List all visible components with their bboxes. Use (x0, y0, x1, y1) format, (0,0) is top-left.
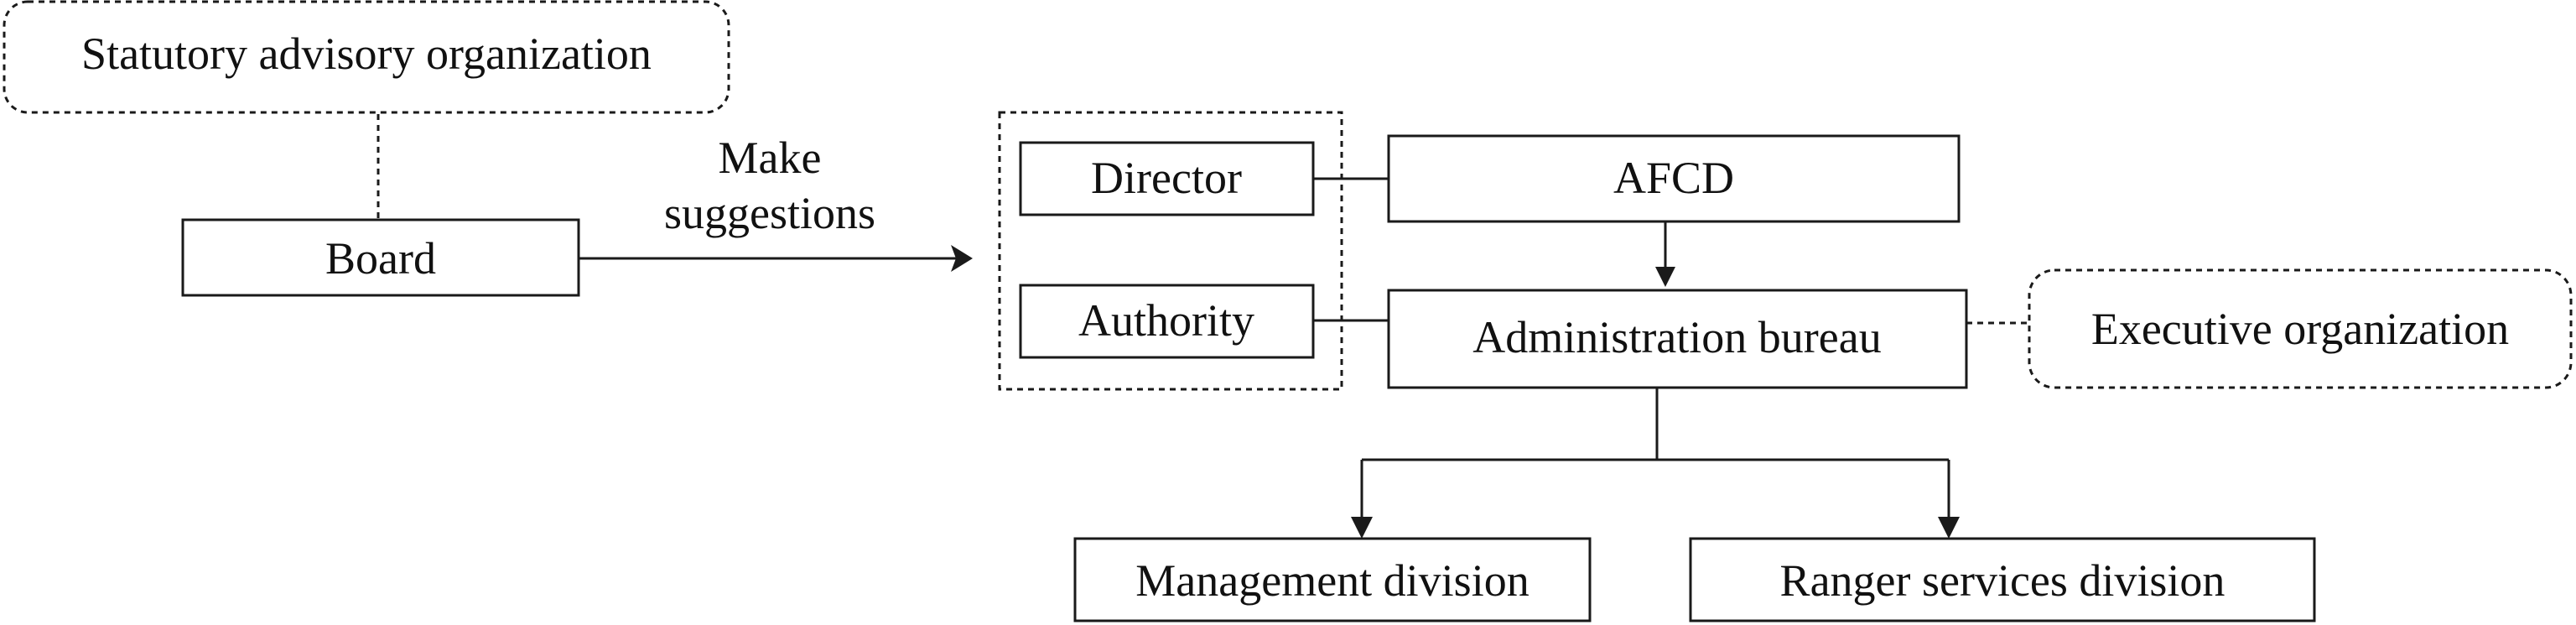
ranger-label: Ranger services division (1780, 555, 2225, 606)
edge-label-line1: Make (719, 133, 822, 183)
afcd-label: AFCD (1613, 153, 1734, 203)
authority-label: Authority (1078, 295, 1254, 346)
director-node: Director (1019, 141, 1315, 216)
executive-node: Executive organization (2028, 268, 2573, 389)
director-authority-group (998, 111, 1343, 391)
to-ranger-arrowhead (1938, 517, 1960, 539)
management-node: Management division (1073, 537, 1592, 622)
afcd-to-admin-arrowhead (1655, 267, 1675, 287)
management-label: Management division (1135, 555, 1529, 606)
board-node: Board (181, 218, 580, 297)
executive-label: Executive organization (2091, 304, 2509, 354)
statutory-node: Statutory advisory organization (3, 0, 730, 114)
board-to-group-arrowhead (951, 245, 973, 272)
director-label: Director (1091, 153, 1242, 203)
to-management-arrowhead (1351, 517, 1373, 539)
authority-node: Authority (1019, 284, 1315, 359)
afcd-node: AFCD (1387, 134, 1961, 223)
admin-label: Administration bureau (1472, 312, 1881, 362)
ranger-node: Ranger services division (1689, 537, 2316, 622)
statutory-label: Statutory advisory organization (81, 29, 652, 79)
board-label: Board (325, 233, 436, 284)
admin-node: Administration bureau (1387, 289, 1968, 389)
edge-label-line2: suggestions (664, 188, 875, 238)
